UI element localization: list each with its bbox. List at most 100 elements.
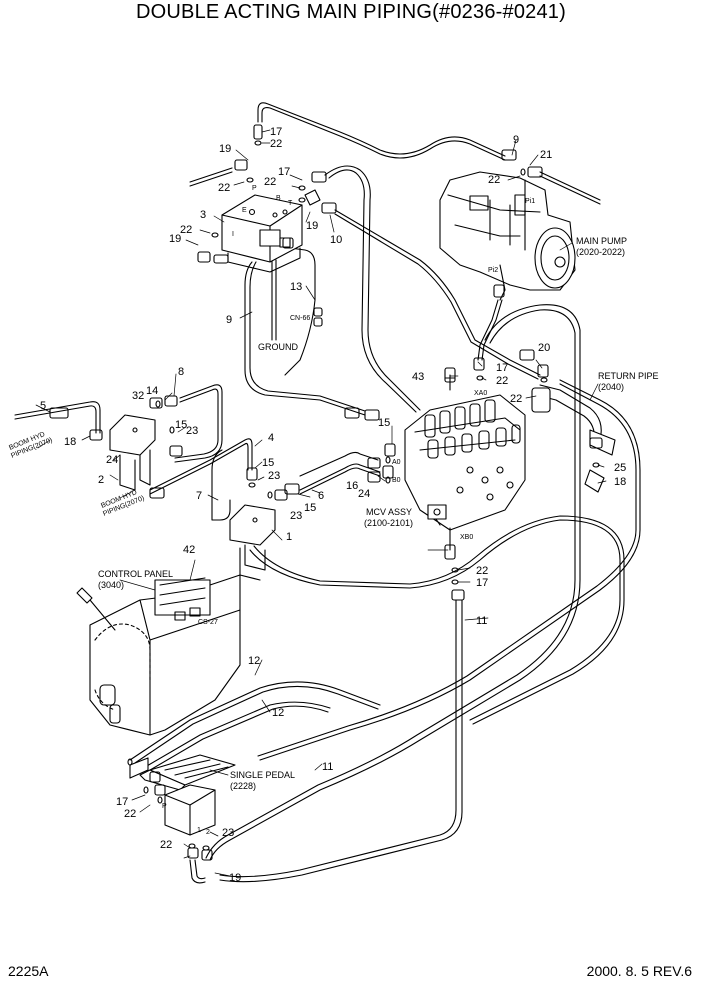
- control-panel-ref: (3040): [98, 580, 124, 590]
- boom-piping-arrows: [37, 439, 136, 499]
- callout: 23: [222, 827, 234, 839]
- port-mark: E: [242, 207, 247, 214]
- cable-13: [271, 247, 316, 376]
- callout: 5: [40, 400, 46, 412]
- hose-5-left: [14, 401, 101, 434]
- port-mark: B: [276, 195, 281, 202]
- callout: 15: [304, 502, 316, 514]
- callout: 23: [268, 470, 280, 482]
- callout: 19: [219, 143, 231, 155]
- callout-numbers: 1 2 3 4 5 6 7 8 9 9 10 11 11 12 12 13 14…: [40, 126, 626, 884]
- callout: 17: [116, 796, 128, 808]
- single-pedal-ref: (2228): [230, 781, 256, 791]
- callout: 11: [322, 761, 333, 773]
- mcv-assy-label: MCV ASSY: [366, 507, 412, 517]
- port-mark: A0: [392, 459, 401, 466]
- callout: 3: [200, 209, 206, 221]
- callout: 1: [286, 531, 292, 543]
- callout: 22: [160, 839, 172, 851]
- callout: 22: [180, 224, 192, 236]
- single-pedal: [129, 754, 236, 836]
- hose-12-pair: [129, 681, 381, 774]
- callout: 18: [614, 476, 626, 488]
- callout: 19: [169, 233, 181, 245]
- hose-mcv-loop: [249, 515, 625, 725]
- callout: 15: [262, 457, 274, 469]
- callout: 6: [318, 490, 324, 502]
- port-mark: Pi2: [488, 267, 498, 274]
- callout: 17: [476, 577, 488, 589]
- hose-4-and-7: [149, 438, 253, 521]
- callout: 12: [272, 707, 284, 719]
- port-mark: XB0: [460, 534, 473, 541]
- hose-9-mid: [244, 261, 366, 416]
- port-mark: P: [162, 803, 167, 810]
- assembly-labels: MAIN PUMP (2020-2022) RETURN PIPE (2040)…: [98, 236, 659, 791]
- page-title: DOUBLE ACTING MAIN PIPING(#0236-#0241): [136, 1, 566, 23]
- callout: 16: [346, 480, 358, 492]
- hose-return-big-loop: [205, 304, 581, 861]
- control-panel: [76, 574, 241, 736]
- port-mark: 1: [197, 827, 201, 834]
- callout: 23: [290, 510, 302, 522]
- callout: 42: [183, 544, 195, 556]
- hose-pump-to-mcv: [477, 299, 503, 361]
- hose-21-to-pump: [539, 171, 601, 205]
- callout: 15: [378, 417, 390, 429]
- callout: 17: [278, 166, 290, 178]
- callout: 22: [270, 138, 282, 150]
- callout: 43: [412, 371, 424, 383]
- ground-label: GROUND: [258, 342, 298, 352]
- bracket-2: [109, 414, 156, 491]
- callout: 25: [614, 462, 626, 474]
- return-pipe-ref: (2040): [598, 382, 624, 392]
- bracket-1: [229, 504, 276, 581]
- hose-10: [334, 209, 541, 380]
- hose-return-right: [257, 379, 641, 761]
- port-marks: P E B T I Pi1 Pi2 XA0 A0 B0 XB0 P 1 2: [162, 185, 535, 836]
- leader-lines: [35, 129, 607, 877]
- hose-8: [174, 384, 223, 463]
- callout: 18: [64, 436, 76, 448]
- callout: 23: [186, 425, 198, 437]
- port-mark: 2: [206, 829, 210, 836]
- callout: 22: [496, 375, 508, 387]
- callout: 19: [306, 220, 318, 232]
- port-mark: T: [288, 200, 293, 207]
- revision-date: 2000. 8. 5 REV.6: [586, 963, 692, 979]
- callout: 9: [226, 314, 232, 326]
- main-pump-label: MAIN PUMP: [576, 236, 627, 246]
- cs27-label: CS-27: [198, 619, 218, 626]
- callout: 24: [106, 454, 118, 466]
- control-panel-label: CONTROL PANEL: [98, 569, 173, 579]
- callout: 17: [270, 126, 282, 138]
- callout: 2: [98, 474, 104, 486]
- callout: 20: [538, 342, 550, 354]
- boom-piping-labels: BOOM HYD PIPING(2070) BOOM HYD PIPING(20…: [8, 315, 310, 626]
- hose-22-left: [189, 167, 233, 187]
- hose-17-right: [324, 165, 421, 413]
- port-mark: I: [232, 231, 234, 238]
- callout: 10: [330, 234, 342, 246]
- callout: 11: [476, 615, 487, 627]
- solenoid-valve-block: [221, 194, 303, 273]
- callout: 17: [496, 362, 508, 374]
- callout: 12: [248, 655, 260, 667]
- callout: 15: [175, 419, 187, 431]
- callout: 8: [178, 366, 184, 378]
- cn66-label: CN-66: [290, 315, 310, 322]
- hose-11-vertical: [219, 599, 463, 883]
- callout: 22: [476, 565, 488, 577]
- return-pipe: [531, 384, 616, 493]
- hose-6: [299, 451, 381, 495]
- callout: 22: [124, 808, 136, 820]
- single-pedal-label: SINGLE PEDAL: [230, 770, 295, 780]
- port-mark: Pi1: [525, 198, 535, 205]
- main-pump-ref: (2020-2022): [576, 247, 625, 257]
- callout: 22: [488, 174, 500, 186]
- callout: 4: [268, 432, 274, 444]
- callout: 13: [290, 281, 302, 293]
- callout: 7: [196, 490, 202, 502]
- callout: 24: [358, 488, 370, 500]
